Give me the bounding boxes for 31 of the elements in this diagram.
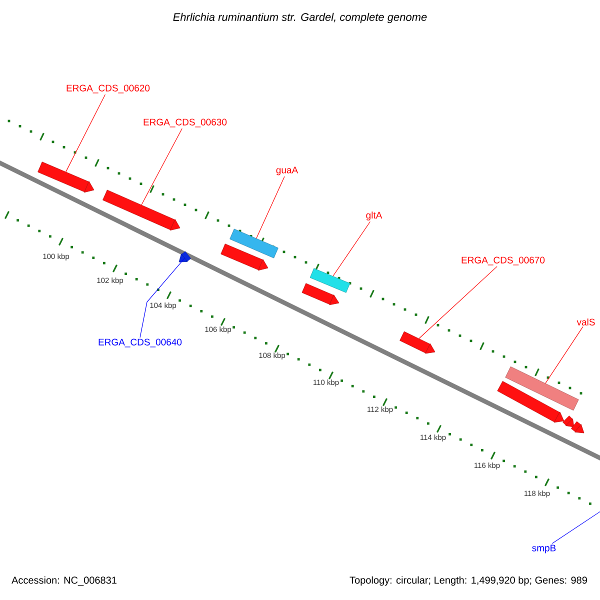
gene-feature	[505, 366, 579, 411]
leader-line	[545, 326, 584, 384]
leader-line	[140, 258, 185, 338]
gene-label: smpB	[532, 544, 556, 554]
gene-label: ERGA_CDS_00640	[98, 338, 182, 348]
gene-label: ERGA_CDS_00630	[144, 118, 227, 128]
gene-feature	[400, 331, 436, 354]
title: Ehrlichia ruminantium str. Gardel, complete genome	[173, 12, 427, 24]
leader-line	[141, 128, 182, 206]
gene-label: ERGA_CDS_00620	[66, 84, 150, 94]
gene-label: ERGA_CDS_00670	[462, 256, 545, 266]
leader-line	[418, 266, 498, 339]
gene-label: guaA	[276, 166, 298, 176]
gene-feature	[38, 162, 94, 193]
gene-feature	[230, 228, 278, 258]
gene-feature	[562, 416, 574, 428]
accession-text: Accession: NC_006831	[12, 576, 116, 586]
leader-line	[66, 94, 106, 172]
leader-line	[552, 510, 600, 544]
gene-feature	[178, 251, 191, 262]
gene-label: gltA	[366, 212, 382, 220]
gene-feature	[571, 421, 584, 434]
genome-info-text: Topology: circular; Length: 1,499,920 bp; Genes: 989	[350, 576, 587, 586]
leader-line	[256, 176, 285, 239]
gene-feature	[497, 381, 564, 423]
gene-label: valS	[576, 318, 595, 326]
gene-feature	[220, 244, 268, 271]
gene-feature	[302, 283, 340, 306]
leader-line	[332, 221, 370, 276]
gene-feature	[102, 190, 180, 230]
gene-feature	[310, 268, 350, 293]
